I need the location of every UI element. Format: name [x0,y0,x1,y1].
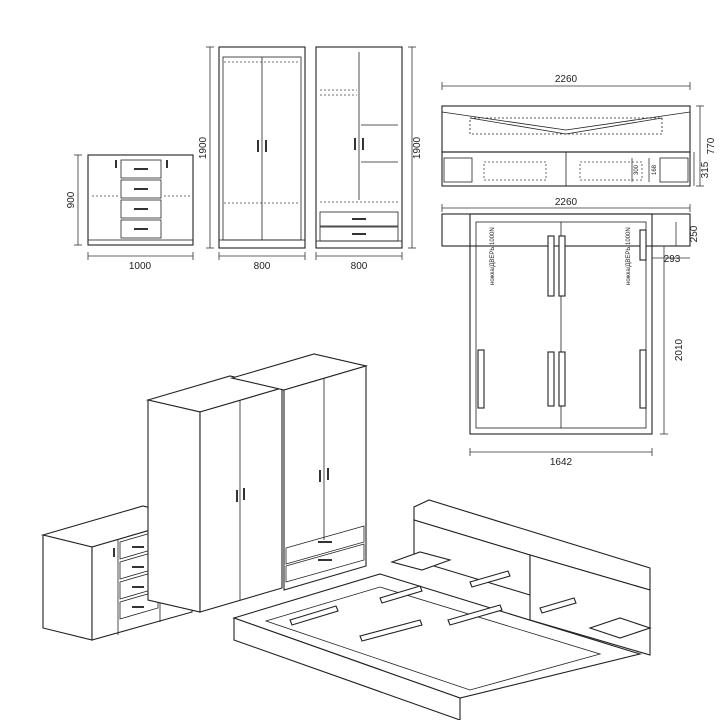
slat-right-label: ножка/ДВЕРЬ 1000N [626,227,632,285]
slat-left-label: ножка/ДВЕРЬ 1000N [490,227,496,285]
wardrobe2-width-label: 800 [351,261,368,272]
commode-width-label: 1000 [129,261,152,272]
bed-top-width-label: 2260 [555,197,578,208]
wardrobe2-front-view: 1900 800 [315,46,423,272]
bed-nightstand-depth-label: 250 [689,225,700,242]
iso-wardrobes [145,353,369,613]
commode-front-view: 900 1000 [66,154,194,272]
bed-front-width-label: 2260 [555,74,578,85]
bed-top-inner-width-label: 1642 [550,457,573,468]
bed-nightstand-width-label: 293 [664,254,681,265]
bed-front-view: 2260 770 315 168 300 [441,74,717,187]
wardrobe1-width-label: 800 [254,261,271,272]
bed-front-height-label: 770 [706,137,717,154]
wardrobe2-height-label: 1900 [412,136,423,159]
bed-top-depth-label: 2010 [674,338,685,361]
commode-height-label: 900 [66,191,77,208]
wardrobe1-front-view: 1900 800 [198,46,306,272]
wardrobe1-height-label: 1900 [198,136,209,159]
bed-drawer-height-label: 168 [652,164,658,175]
iso-bed [232,499,652,721]
bed-inner-height-label: 300 [634,164,640,175]
bed-shelf-height-label: 315 [700,161,711,178]
bed-top-view: 2260 ножка/ДВЕРЬ 1000N ножка/ДВЕРЬ 1000N… [441,197,700,468]
